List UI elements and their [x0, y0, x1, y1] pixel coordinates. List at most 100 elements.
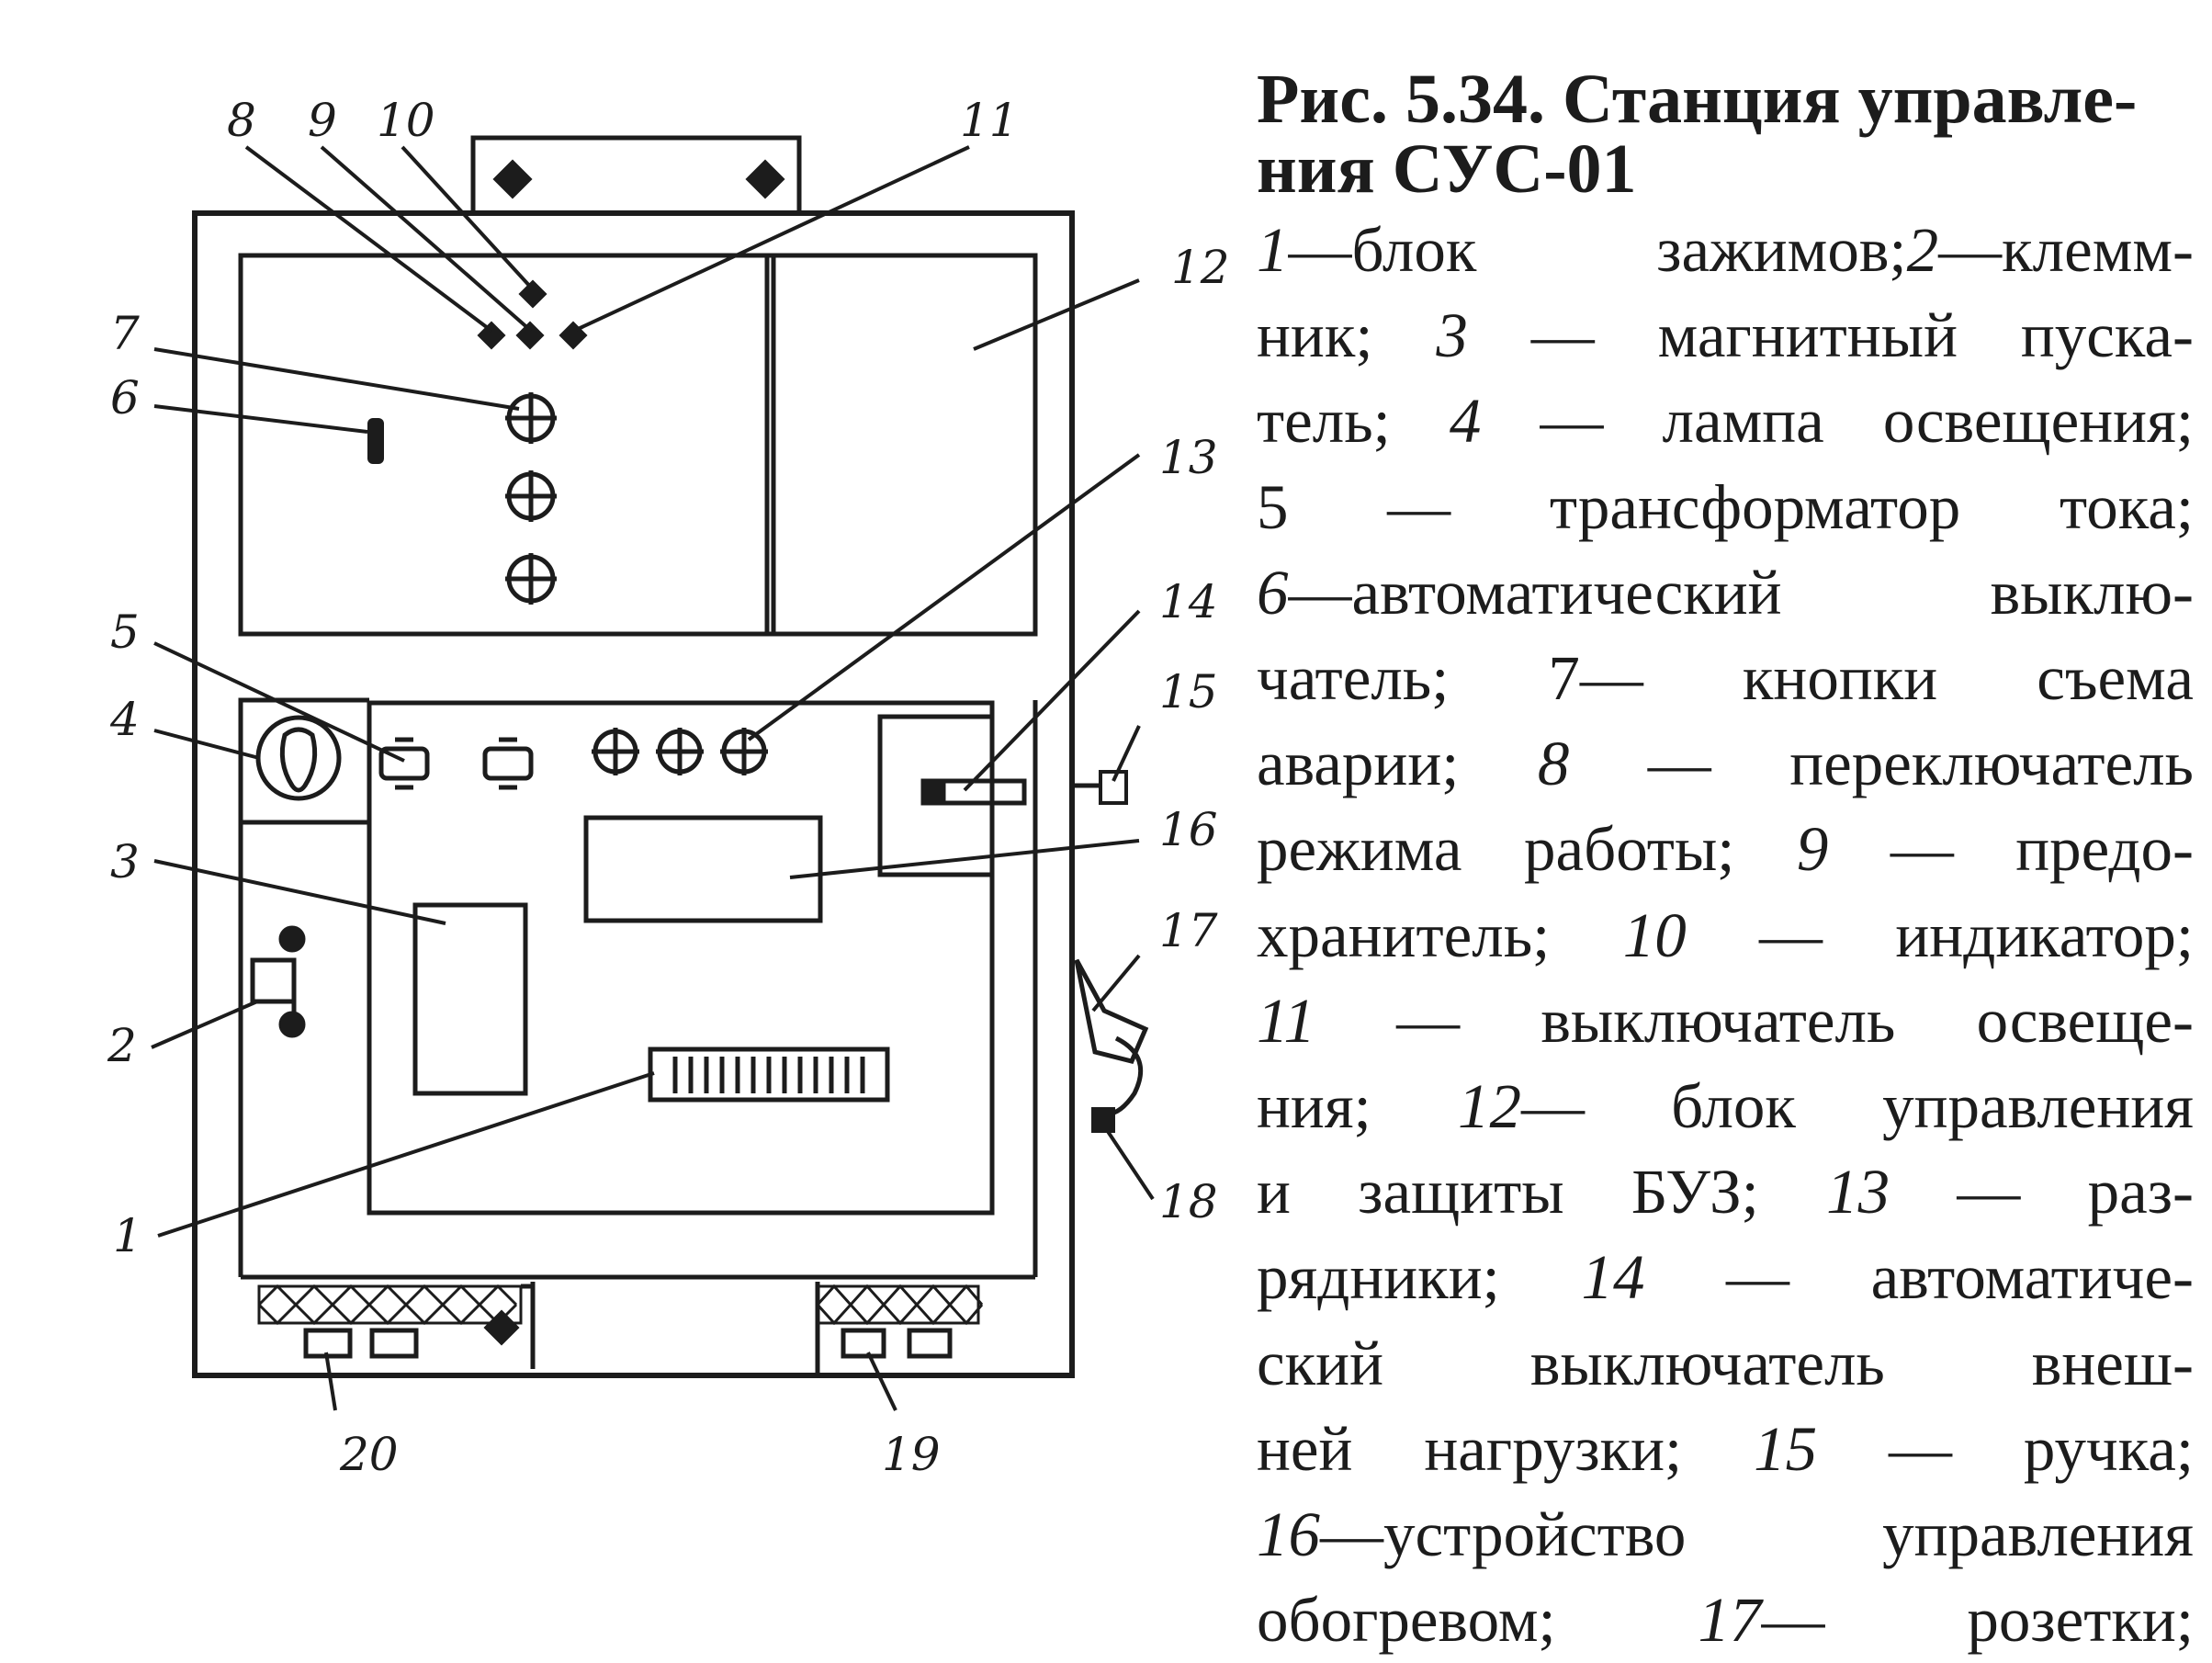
- caption-item-text: аварии;: [1257, 729, 1538, 799]
- callout-16: 16: [1159, 803, 1218, 856]
- caption-item-text: — автоматиче-: [1644, 1242, 2194, 1313]
- callout-19: 19: [882, 1428, 941, 1481]
- caption-item-text: обогревом;: [1257, 1585, 1698, 1656]
- terminal-block-1: [648, 1046, 890, 1103]
- caption-item-number: 9: [1796, 814, 1829, 885]
- terminal-strip-2: [250, 925, 306, 1038]
- callout-13: 13: [1159, 431, 1218, 484]
- callout-2: 2: [107, 1019, 137, 1072]
- caption-legend: 1—блок зажимов;2—клемм-ник; 3 — магнитны…: [1257, 208, 2194, 1663]
- caption-item-text: —устройство управления: [1320, 1499, 2194, 1570]
- caption-line: 6—автоматический выклю-: [1257, 550, 2194, 636]
- callout-15: 15: [1159, 665, 1218, 718]
- caption-line: 5 — трансформатор тока;: [1257, 465, 2194, 550]
- caption-item-number: 8: [1537, 729, 1570, 799]
- caption-title-line-2: ния СУС-01: [1257, 130, 1637, 208]
- caption-item-text: рядники;: [1257, 1242, 1582, 1313]
- caption-item-number: 2: [1906, 215, 1939, 285]
- caption-item-text: —блок зажимов;: [1288, 215, 1907, 285]
- caption-line: ней нагрузки; 15 — ручка;: [1257, 1407, 2194, 1492]
- upper-door-panel: [238, 253, 1038, 637]
- control-station-diagram: 1 2 3 4 5 6 7 8 9 10 11 12 13 14 15 16 1…: [107, 94, 1230, 1481]
- callout-11: 11: [960, 94, 1019, 147]
- caption-line: рядники; 14 — автоматиче-: [1257, 1235, 2194, 1320]
- cabinet-outer-frame: [192, 210, 1075, 1378]
- heating-control-16: [583, 815, 823, 923]
- caption-item-text: — раз-: [1890, 1157, 2195, 1227]
- caption-item-number: 17: [1698, 1585, 1762, 1656]
- caption-title-line-1: Рис. 5.34. Станция управле-: [1257, 61, 2138, 138]
- callout-5: 5: [110, 605, 140, 659]
- caption-item-number: 11: [1257, 985, 1315, 1056]
- caption-item-text: —клемм-: [1938, 215, 2194, 285]
- lower-compartment: [238, 697, 1038, 1280]
- arresters: [592, 728, 768, 775]
- caption-line: чатель; 7— кнопки съема: [1257, 636, 2194, 721]
- caption-item-text: — индикатор;: [1686, 899, 2195, 970]
- current-transformers: [378, 737, 534, 790]
- caption-item-number: 15: [1754, 1413, 1818, 1484]
- cable-gland-20: [257, 1282, 536, 1369]
- caption-item-text: ния;: [1257, 1071, 1458, 1142]
- caption-item-text: —автоматический выклю-: [1288, 557, 2195, 628]
- caption-item-text: чатель; 7— кнопки съема: [1257, 643, 2194, 714]
- callout-10: 10: [377, 94, 435, 147]
- magnetic-starter-3: [412, 902, 528, 1096]
- caption-item-text: тель;: [1257, 386, 1450, 457]
- figure-caption: Рис. 5.34. Станция управле- ния СУС-01 1…: [1257, 64, 2194, 1663]
- caption-item-text: — ручка;: [1817, 1413, 2194, 1484]
- callout-numbers: 1 2 3 4 5 6 7 8 9 10 11 12 13 14 15 16 1…: [107, 94, 1230, 1481]
- caption-line: хранитель; 10 — индикатор;: [1257, 893, 2194, 979]
- caption-item-text: — магнитный пуска-: [1467, 300, 2195, 371]
- sockets-17: [1074, 958, 1149, 1116]
- caption-item-text: — выключатель освеще-: [1315, 985, 2194, 1056]
- alarm-reset-buttons: [505, 392, 557, 605]
- caption-item-text: 5 — трансформатор тока;: [1257, 471, 2194, 542]
- caption-line: аварии; 8 — переключатель: [1257, 721, 2194, 807]
- lamp-4: [255, 715, 342, 801]
- caption-item-text: — переключатель: [1569, 729, 2194, 799]
- plug-18: [1091, 1107, 1115, 1133]
- caption-item-text: — розетки;: [1761, 1585, 2195, 1656]
- figure-page: 1 2 3 4 5 6 7 8 9 10 11 12 13 14 15 16 1…: [107, 64, 2195, 1656]
- indicator-10: [518, 279, 547, 309]
- caption-item-number: 16: [1257, 1499, 1320, 1570]
- caption-item-number: 13: [1826, 1157, 1890, 1227]
- callout-4: 4: [109, 693, 140, 746]
- callout-12: 12: [1171, 241, 1230, 294]
- caption-item-text: — лампа освещения;: [1481, 386, 2194, 457]
- caption-item-number: 3: [1436, 300, 1468, 371]
- caption-item-number: 14: [1581, 1242, 1645, 1313]
- callout-17: 17: [1159, 904, 1218, 957]
- callout-20: 20: [339, 1428, 399, 1481]
- callout-9: 9: [308, 94, 337, 147]
- caption-line: ник; 3 — магнитный пуска-: [1257, 293, 2194, 379]
- callout-18: 18: [1159, 1175, 1218, 1228]
- caption-line: 1—блок зажимов;2—клемм-: [1257, 208, 2194, 293]
- caption-line: 11 — выключатель освеще-: [1257, 979, 2194, 1064]
- caption-title: Рис. 5.34. Станция управле- ния СУС-01: [1257, 64, 2194, 204]
- caption-line: и защиты БУЗ; 13 — раз-: [1257, 1149, 2194, 1235]
- external-load-breaker: [920, 778, 1027, 806]
- cable-gland-19: [815, 1282, 984, 1375]
- callout-1: 1: [113, 1209, 142, 1262]
- mode-switch-8: [477, 321, 506, 350]
- caption-line: обогревом; 17— розетки;: [1257, 1578, 2194, 1663]
- handle-15: [1072, 770, 1128, 805]
- caption-line: ский выключатель внеш-: [1257, 1321, 2194, 1407]
- callout-8: 8: [227, 94, 256, 147]
- caption-item-text: — блок управления: [1520, 1071, 2194, 1142]
- caption-item-number: 12: [1457, 1071, 1521, 1142]
- caption-item-number: 1: [1257, 215, 1289, 285]
- leader-lines: [151, 145, 1155, 1411]
- caption-line: тель; 4 — лампа освещения;: [1257, 379, 2194, 464]
- caption-line: режима работы; 9 — предо-: [1257, 807, 2194, 892]
- callout-6: 6: [110, 371, 140, 424]
- caption-item-text: ский выключатель внеш-: [1257, 1328, 2194, 1398]
- caption-line: 16—устройство управления: [1257, 1492, 2194, 1578]
- caption-item-number: 6: [1257, 557, 1289, 628]
- top-bracket: [470, 135, 802, 216]
- callout-3: 3: [110, 835, 140, 888]
- callout-14: 14: [1159, 575, 1218, 628]
- caption-item-text: режима работы;: [1257, 814, 1797, 885]
